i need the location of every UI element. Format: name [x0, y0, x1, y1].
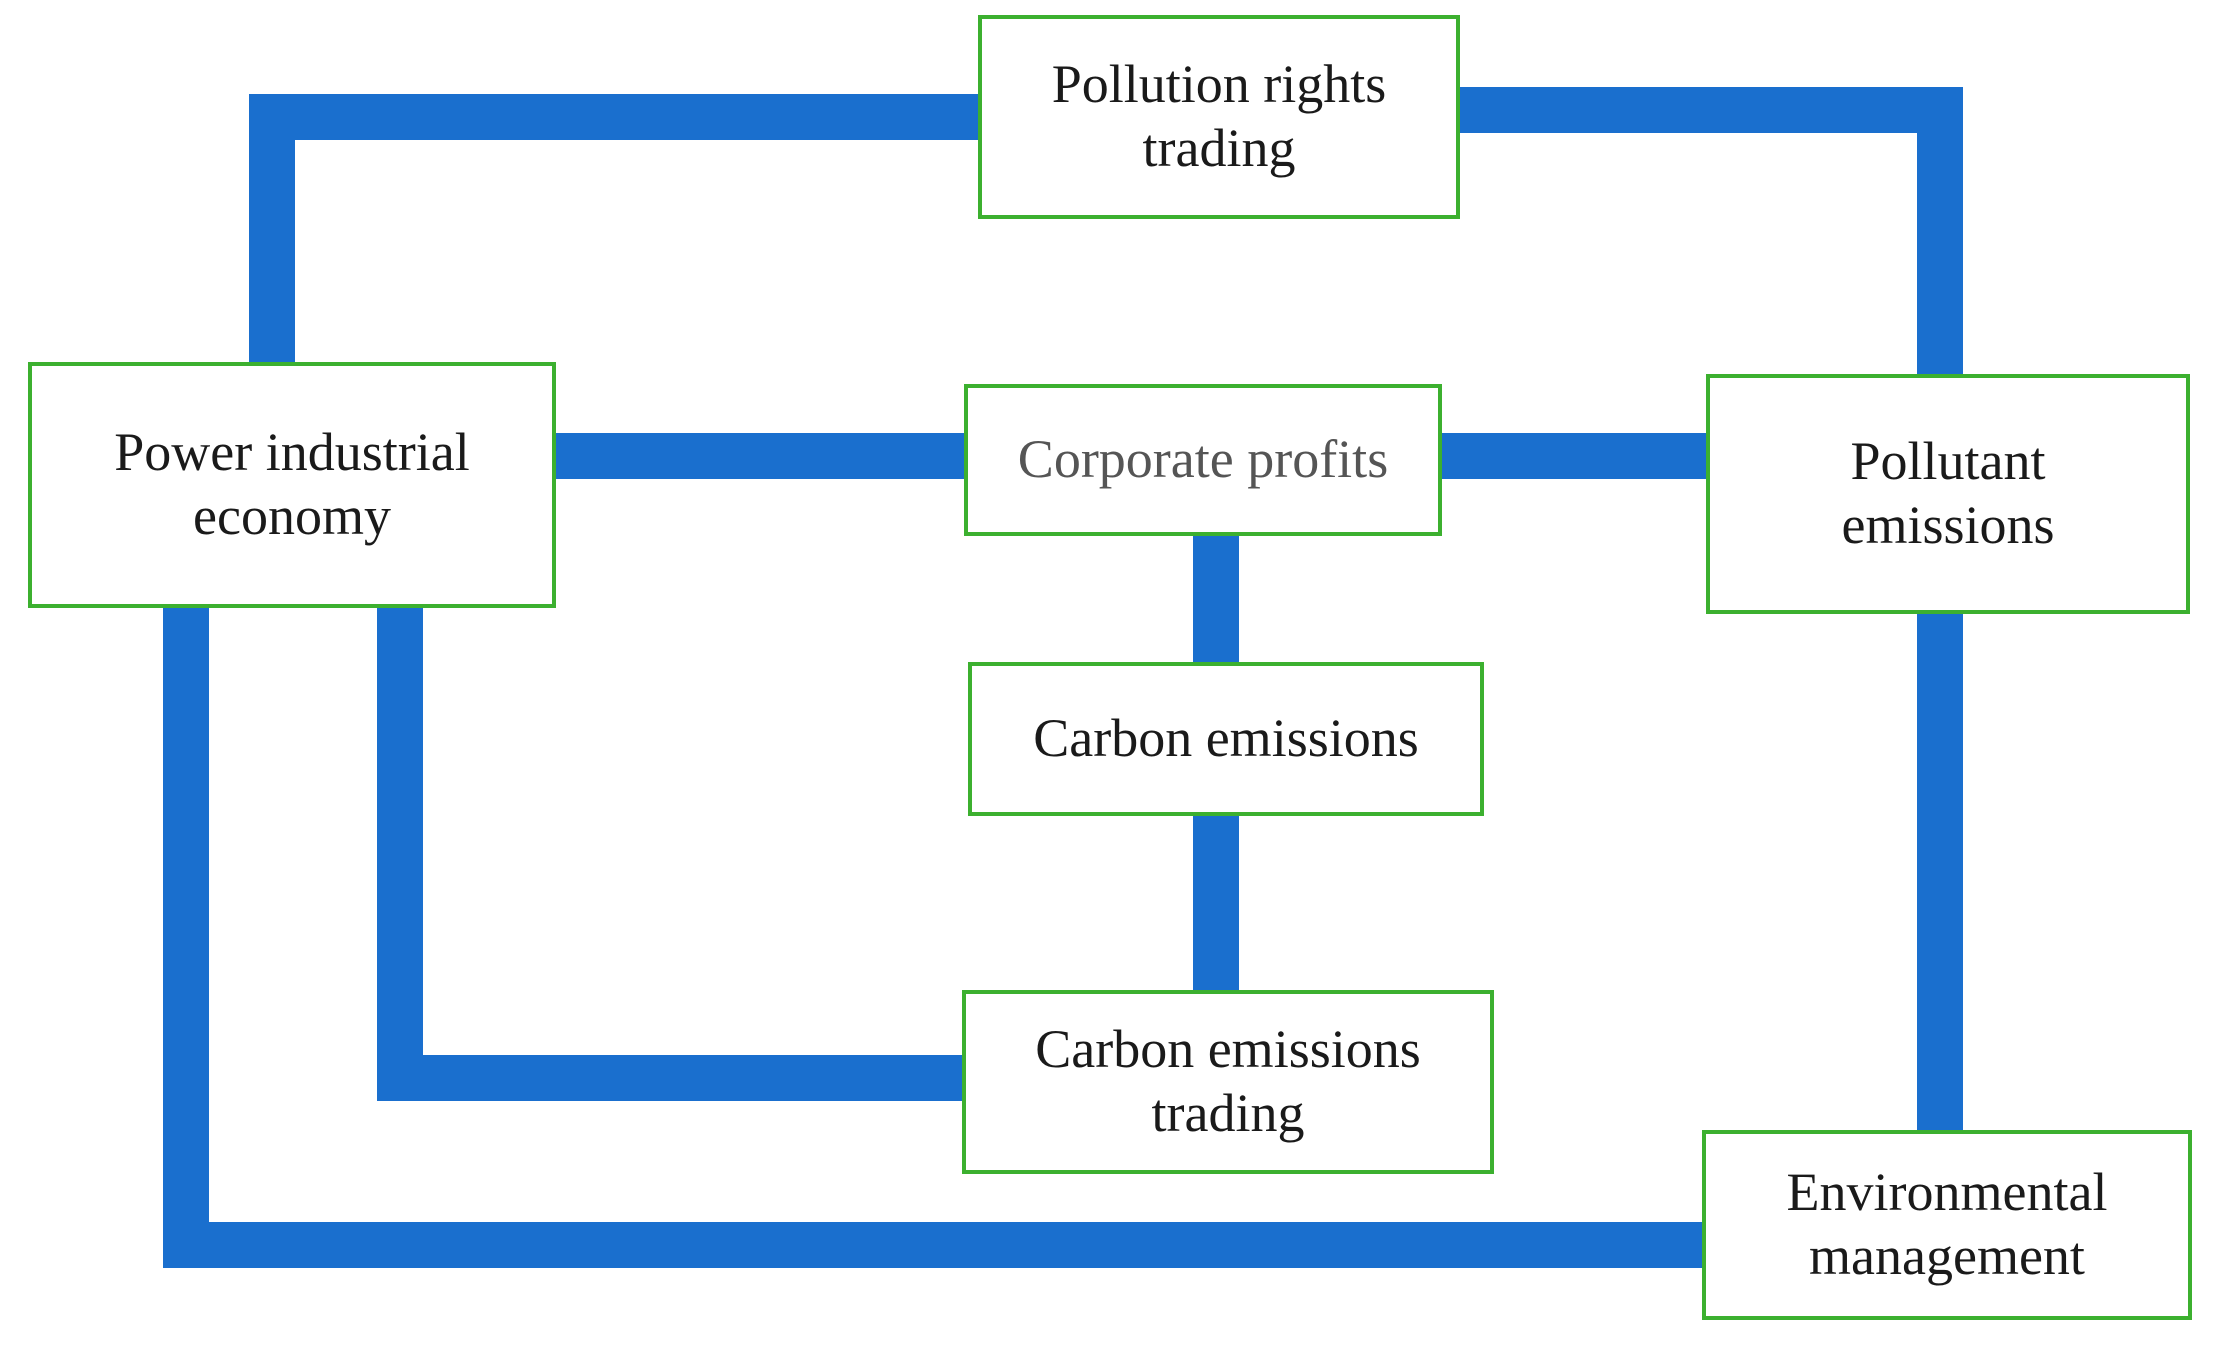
- node-carbon-emissions-trading: Carbon emissions trading: [962, 990, 1494, 1174]
- node-pollution-rights-trading: Pollution rights trading: [978, 15, 1460, 219]
- node-label: Pollution rights trading: [1052, 53, 1387, 180]
- connector-economy-carbon-trading: [377, 608, 962, 1101]
- connector-economy-env-management: [163, 608, 1702, 1268]
- node-label: Environmental management: [1787, 1161, 2108, 1288]
- node-label-line: Environmental: [1786, 1162, 2108, 1223]
- node-label-line: Corporate profits: [1017, 429, 1389, 490]
- node-label-line: trading: [1151, 1083, 1305, 1143]
- node-label: Carbon emissions: [1033, 707, 1419, 771]
- node-power-industrial-economy: Power industrial economy: [28, 362, 556, 608]
- node-label-line: Carbon emissions: [1035, 1019, 1421, 1080]
- connector-pollution-rights-pollutant: [1460, 87, 1963, 374]
- node-carbon-emissions: Carbon emissions: [968, 662, 1484, 816]
- node-pollutant-emissions: Pollutant emissions: [1706, 374, 2190, 614]
- node-label-line: Pollution rights: [1051, 54, 1387, 115]
- node-label: Pollutant emissions: [1841, 430, 2054, 557]
- node-label-line: management: [1809, 1226, 2085, 1286]
- node-corporate-profits: Corporate profits: [964, 384, 1442, 536]
- node-label-line: Carbon emissions: [1033, 708, 1419, 769]
- node-label-line: economy: [193, 486, 391, 546]
- node-label-line: Pollutant: [1850, 431, 2046, 492]
- node-label: Power industrial economy: [114, 421, 469, 548]
- node-environmental-management: Environmental management: [1702, 1130, 2192, 1320]
- node-label: Corporate profits: [1018, 428, 1388, 492]
- connector-economy-pollution-rights: [249, 94, 978, 362]
- node-label-line: trading: [1142, 118, 1296, 178]
- node-label-line: emissions: [1841, 495, 2055, 555]
- node-label-line: Power industrial: [114, 422, 470, 483]
- node-label: Carbon emissions trading: [1035, 1018, 1421, 1145]
